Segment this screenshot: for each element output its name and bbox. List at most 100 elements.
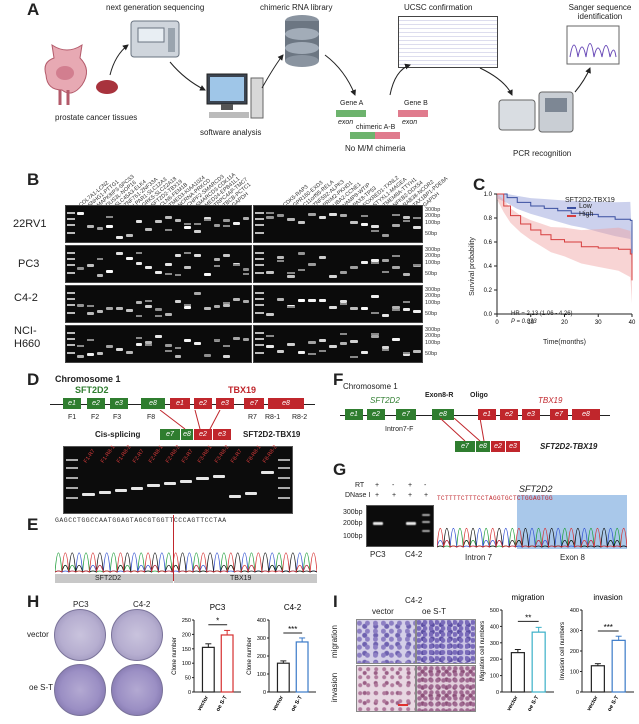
ladder-band	[255, 292, 264, 294]
gel-band	[329, 305, 337, 309]
ladder-band	[66, 477, 79, 479]
gel-g-c4-2: C4-2	[405, 550, 423, 559]
gel-band	[318, 215, 326, 219]
dnase-sign-2: +	[392, 492, 397, 499]
bar-i-migration-ytick-label: 100	[490, 674, 499, 680]
exon8-label: Exon 8	[560, 553, 585, 562]
ladder-band	[255, 312, 264, 314]
ladder-g-100: 100bp	[343, 533, 363, 540]
step-ucsc: UCSC confirmation	[404, 3, 473, 12]
gel-band	[339, 300, 347, 304]
bar-h-c4-2-cat-0: vector	[272, 694, 286, 712]
bar-h-pc3-cat-0: vector	[197, 694, 211, 712]
ladder-band	[255, 304, 264, 306]
gel-band	[371, 224, 379, 228]
ladder-label-1-2: 100bp	[425, 260, 441, 266]
km-ylabel: Survival probability	[468, 237, 476, 296]
ladder-label-2-1: 200bp	[425, 293, 441, 299]
gel-band	[96, 352, 104, 356]
gel-band	[86, 353, 94, 357]
bar-h-pc3-ytick-label: 150	[182, 647, 191, 653]
gel-band	[223, 253, 231, 257]
ladder-band	[277, 487, 290, 489]
gel-band	[287, 305, 295, 308]
step-pcr: PCR recognition	[513, 149, 572, 158]
bar-h-c4-2-sig: ***	[288, 625, 297, 634]
scale-bar	[398, 704, 408, 706]
gel-band	[297, 252, 305, 255]
tissue-illustration	[96, 80, 118, 94]
gel-band	[131, 487, 144, 490]
fusion-d-e7: e7	[160, 429, 180, 440]
gel-band	[164, 350, 172, 353]
gel-band	[116, 252, 123, 255]
bar-i-invasion-bar-1	[611, 639, 626, 693]
gel-band	[98, 491, 111, 494]
gel-band	[184, 339, 192, 343]
rt-sign-3: +	[408, 482, 413, 489]
gel-band	[392, 337, 400, 341]
bar-i-migration-ytick-label: 400	[490, 624, 499, 630]
gel-band	[402, 272, 410, 276]
panel-label-h: H	[27, 592, 40, 611]
gel-band	[402, 352, 410, 356]
chromatogram-g	[437, 527, 627, 548]
km-curve-high	[497, 193, 633, 281]
cell-line-c4-2: C4-2	[14, 292, 38, 304]
gel-band	[96, 227, 104, 230]
gel-band	[266, 312, 274, 316]
gel-band	[125, 257, 133, 260]
gel-band	[213, 339, 221, 341]
gel-band	[184, 225, 192, 229]
gel-d-lane-label-4: F2-R8-1	[148, 444, 165, 465]
bar-i-migration-ytick-label: 200	[490, 657, 499, 663]
km-ytick-label: 0.8	[484, 216, 493, 222]
gel-band	[155, 334, 162, 338]
panel-label-i: I	[333, 592, 338, 611]
ladder-label-3-1: 200bp	[425, 333, 441, 339]
gel-band	[184, 306, 192, 310]
gel-band	[308, 263, 316, 266]
gel-band	[371, 262, 379, 265]
gel-band	[82, 493, 95, 496]
micrograph-migration-vector	[356, 619, 416, 664]
exon-f-tbx-e1: e1	[478, 409, 496, 420]
gel-band	[402, 220, 410, 223]
ladder-band	[67, 304, 75, 306]
gel-band	[164, 229, 172, 232]
gel-band	[96, 258, 104, 261]
gel-band	[276, 256, 284, 260]
km-xlabel: Time(months)	[543, 339, 586, 346]
computer-illustration	[206, 73, 264, 119]
splicing-connectors-f	[439, 418, 485, 442]
exon-d-e3: e3	[110, 398, 128, 409]
gel-band	[184, 266, 192, 270]
chromosome-label-f: Chromosome 1	[343, 382, 398, 391]
gel-band	[318, 299, 326, 303]
gel-band	[339, 341, 347, 345]
fusion-d-e2: e2	[194, 429, 212, 440]
bar-i-invasion-sig: ***	[604, 623, 613, 632]
bar-h-pc3-ytick-label: 250	[182, 618, 191, 624]
gel-band	[125, 350, 133, 354]
h-row-oe-st: oe S-T	[29, 683, 54, 692]
gel-band	[135, 300, 143, 304]
gel-band	[203, 307, 211, 311]
bar-h-c4-2-ytick-label: 400	[257, 618, 266, 624]
gel-band	[392, 213, 400, 216]
gel-band	[381, 258, 389, 262]
bar-h-pc3-bar-1	[220, 634, 234, 693]
chimeric-ab-label: chimeric A-B	[356, 124, 396, 131]
dnase-sign-1: +	[375, 492, 380, 499]
exon-d-e1: e1	[63, 398, 81, 409]
km-ytick-label: 0.6	[484, 240, 493, 246]
dnase-label: DNase I	[345, 492, 371, 499]
fusion-f-e7: e7	[455, 441, 475, 452]
gel-band	[233, 337, 240, 341]
gel-band	[135, 342, 143, 346]
gel-band	[77, 354, 84, 358]
gel-band	[125, 308, 133, 312]
exon8-highlight	[517, 495, 627, 549]
gel-band	[276, 349, 284, 353]
